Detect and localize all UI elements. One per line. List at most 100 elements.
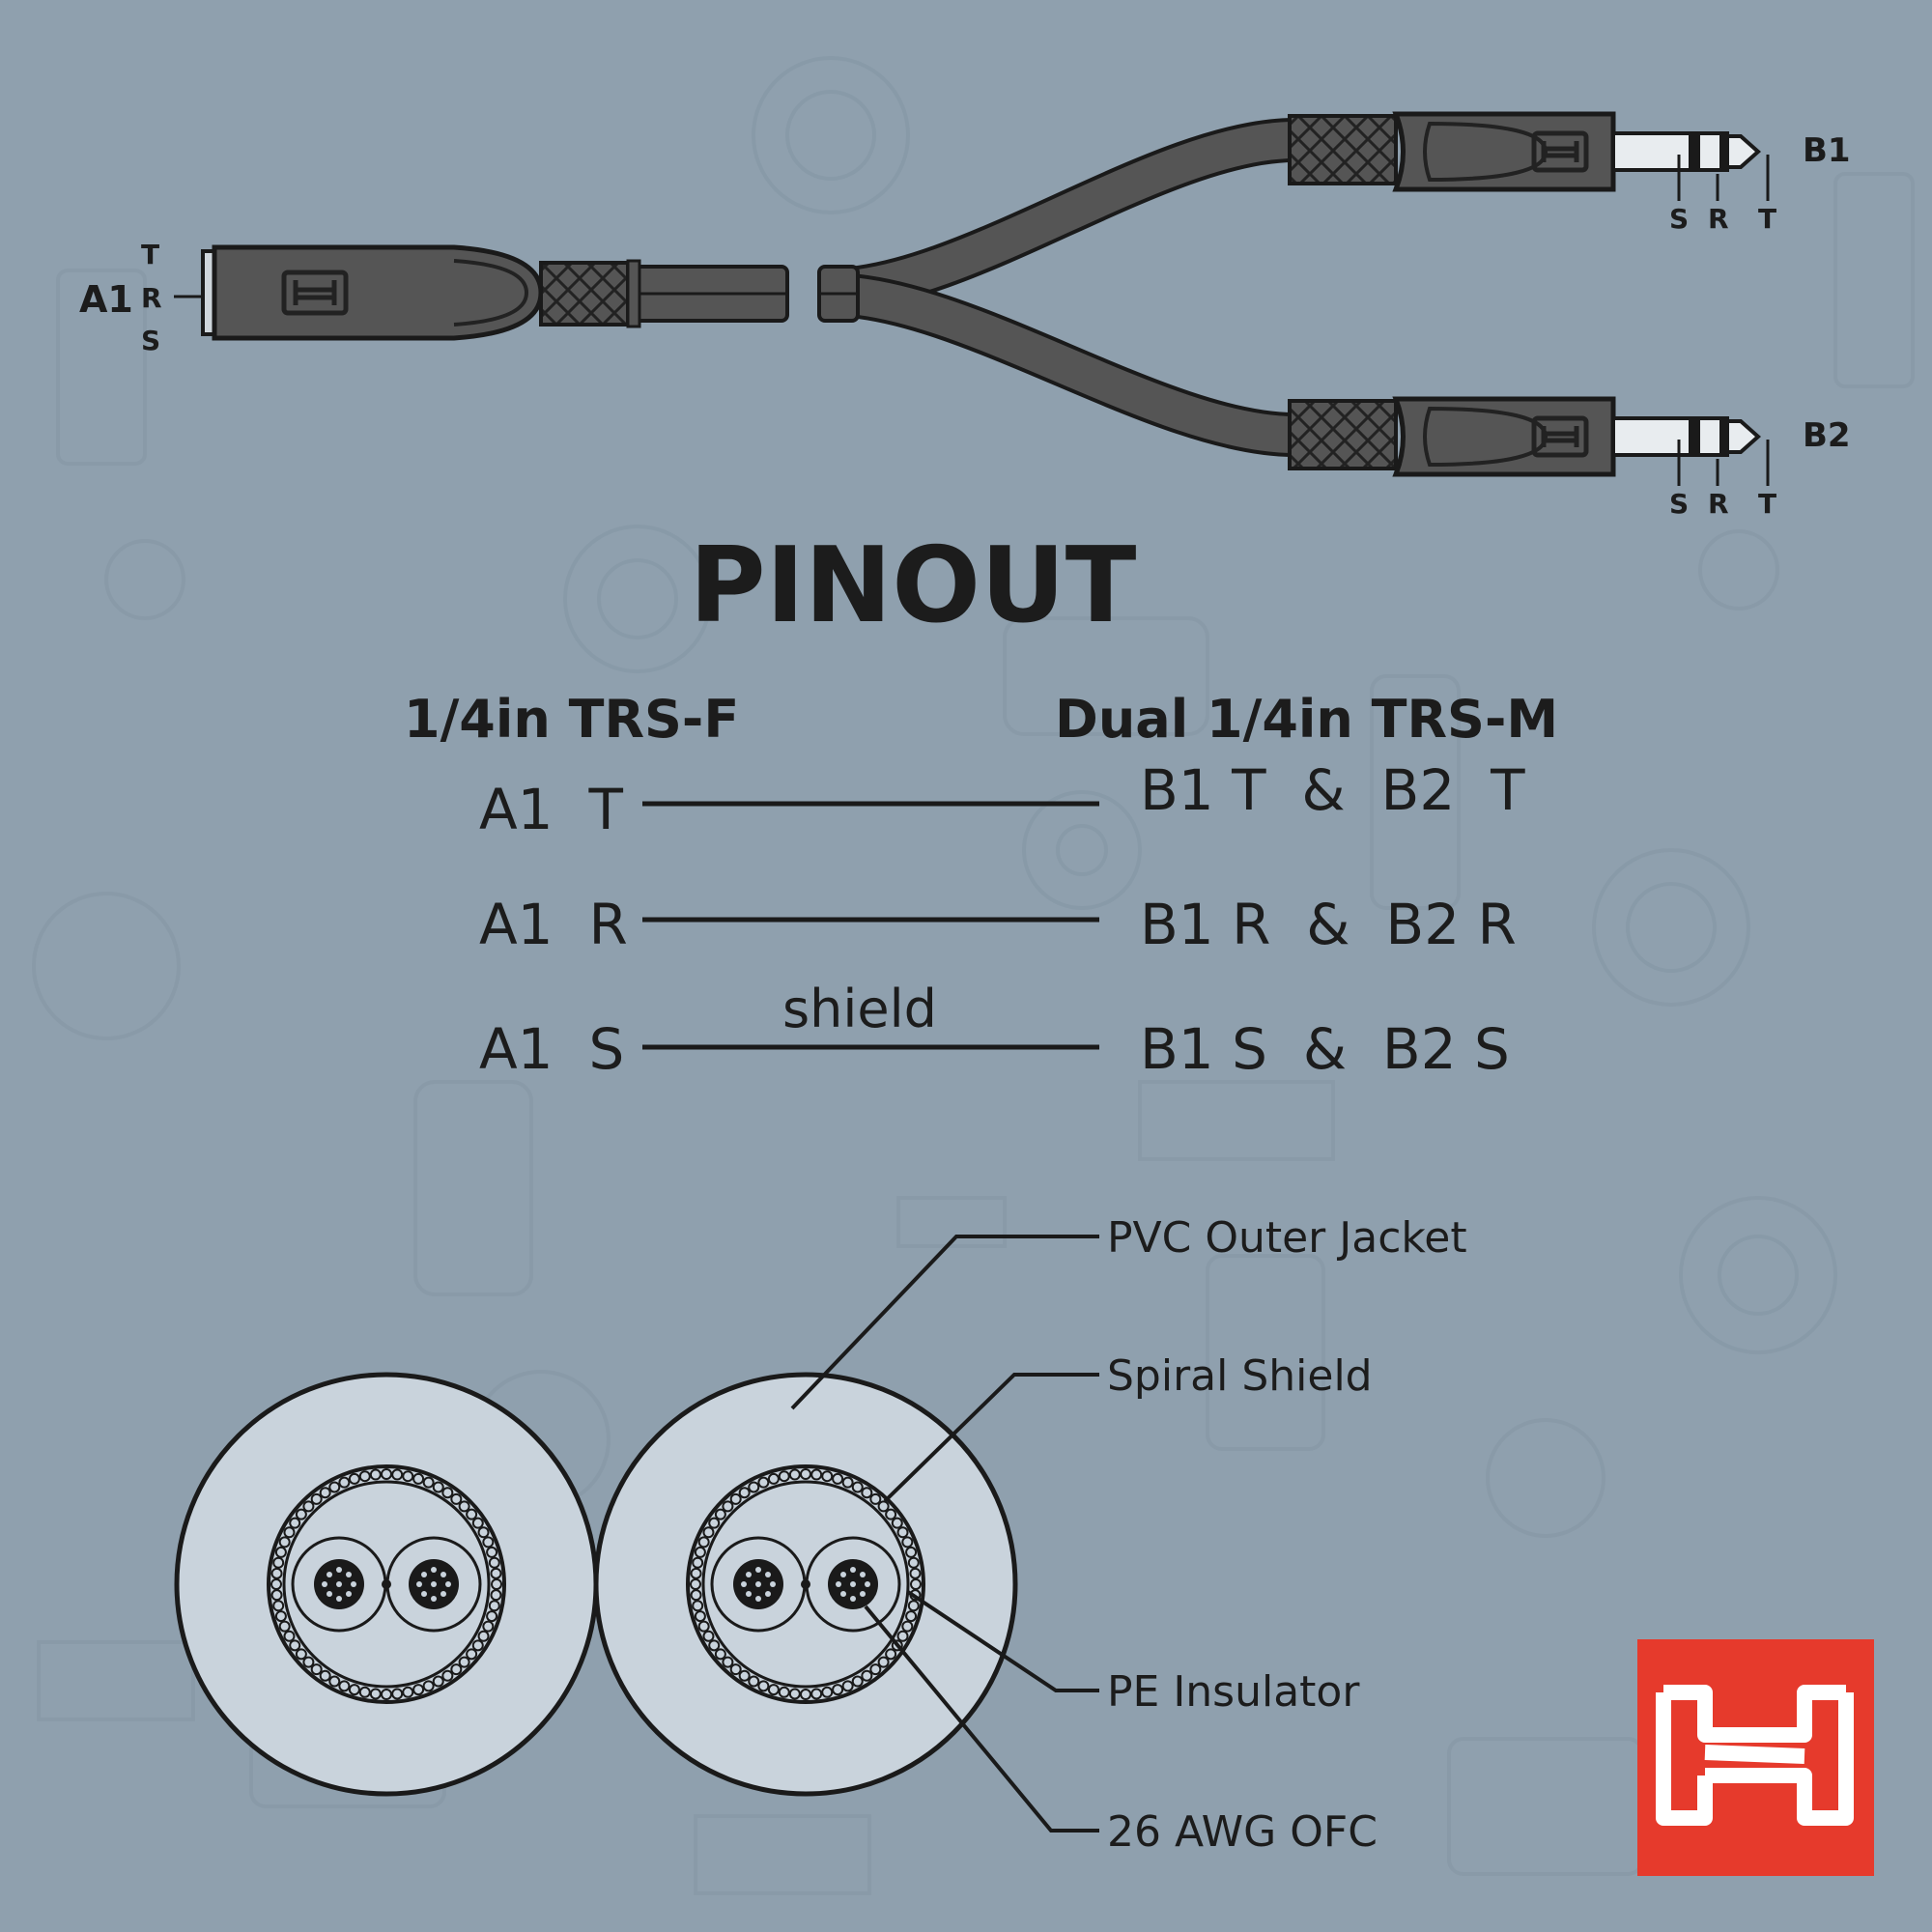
shield-strand <box>278 1620 291 1633</box>
page-title: PINOUT <box>690 526 1137 646</box>
right-pin-r: B1 R & B2 R <box>1140 892 1517 957</box>
shield-label: shield <box>782 979 937 1039</box>
shield-strand <box>272 1600 285 1612</box>
shield-inner-ring <box>701 1480 910 1689</box>
shield-strand <box>851 1675 864 1688</box>
shield-strand <box>490 1567 502 1579</box>
shield-strand <box>738 1669 751 1682</box>
shield-strand <box>488 1600 500 1612</box>
ofc-strand <box>755 1567 761 1573</box>
shield-strand <box>274 1546 287 1558</box>
ofc-strand <box>336 1581 342 1587</box>
shield-strand <box>729 1492 742 1505</box>
ofc-strand <box>421 1591 427 1597</box>
shield-strand <box>778 1686 790 1698</box>
plug1-pin-s: S <box>1669 203 1689 235</box>
ofc-strand <box>421 1572 427 1577</box>
shield-strand <box>896 1630 909 1642</box>
shield-strand <box>450 1663 463 1676</box>
plug2-pin-t: T <box>1758 488 1776 520</box>
shield-outer-ring <box>267 1464 506 1704</box>
shield-strand <box>702 1526 715 1539</box>
shield-strand <box>909 1567 922 1579</box>
shield-strand <box>412 1684 425 1696</box>
shield-strand <box>861 1487 873 1499</box>
shield-strand <box>381 1468 392 1480</box>
shield-strand <box>402 1470 414 1483</box>
shield-strand <box>694 1546 706 1558</box>
shield-strand <box>319 1669 331 1682</box>
plug1-label: B1 <box>1803 131 1851 170</box>
ofc-strand <box>836 1581 841 1587</box>
shield-strand <box>697 1536 710 1548</box>
shield-strand <box>832 1684 844 1696</box>
shield-strand <box>901 1620 914 1633</box>
shield-strand <box>295 1508 307 1520</box>
ofc-strand <box>850 1581 856 1587</box>
cable-cross-section: PVC Outer Jacket Spiral Shield PE Insula… <box>174 1213 1467 1857</box>
ofc-strand <box>416 1581 422 1587</box>
shield-strand <box>302 1500 315 1513</box>
shield-strand <box>310 1492 323 1505</box>
plug1-pin-t: T <box>1758 203 1776 235</box>
jack-pin-s: S <box>141 325 160 356</box>
shield-strand <box>422 1680 435 1692</box>
shield-strand <box>358 1470 371 1483</box>
plug1-pin-r: R <box>1708 203 1729 235</box>
shield-strand <box>800 1689 811 1700</box>
shield-strand <box>295 1648 307 1661</box>
shield-strand <box>466 1508 478 1520</box>
ofc-strand <box>346 1572 352 1577</box>
shield-strand <box>283 1630 296 1642</box>
left-pin-t: A1 T <box>479 777 623 842</box>
ofc-strand <box>327 1572 332 1577</box>
shield-strand <box>877 1500 890 1513</box>
shield-strand <box>910 1578 922 1590</box>
shield-strand <box>422 1476 435 1489</box>
shield-strand <box>278 1536 291 1548</box>
shield-strand <box>708 1639 721 1652</box>
shield-strand <box>885 1508 897 1520</box>
shield-strand <box>477 1526 490 1539</box>
y-cable-illustration: A1 T R S B1 B2 S R T S R T <box>79 111 1851 520</box>
ofc-strand <box>770 1581 776 1587</box>
shield-strand <box>338 1680 351 1692</box>
shield-strand <box>748 1675 760 1688</box>
ofc-strand <box>346 1591 352 1597</box>
ofc-strand <box>850 1567 856 1573</box>
shield-strand <box>319 1487 331 1499</box>
female-trs-jack <box>201 244 641 341</box>
ofc-strand <box>746 1572 752 1577</box>
shield-strand <box>767 1472 780 1485</box>
shield-strand <box>901 1536 914 1548</box>
ofc-strand <box>850 1596 856 1602</box>
callout-26awg-ofc: 26 AWG OFC <box>1107 1807 1378 1857</box>
shield-strand <box>714 1508 726 1520</box>
ofc-strand <box>445 1581 451 1587</box>
shield-strand <box>441 1487 454 1499</box>
jack-pin-r: R <box>141 282 162 314</box>
ofc-strand <box>431 1596 437 1602</box>
shield-strand <box>289 1639 301 1652</box>
shield-strand <box>482 1536 495 1548</box>
shield-strand <box>748 1481 760 1493</box>
brand-h-logo <box>281 270 349 316</box>
left-pin-r: A1 R <box>479 892 628 957</box>
shield-inner-ring <box>282 1480 491 1689</box>
shield-strand <box>432 1481 444 1493</box>
shield-strand <box>702 1630 715 1642</box>
callout-pe-insulator: PE Insulator <box>1107 1667 1360 1717</box>
shield-strand <box>482 1620 495 1633</box>
shield-strand <box>861 1669 873 1682</box>
shield-strand <box>851 1481 864 1493</box>
shield-strand <box>821 1686 834 1698</box>
ofc-strand <box>327 1591 332 1597</box>
shield-strand <box>905 1610 918 1623</box>
shield-strand <box>692 1600 704 1612</box>
shield-strand <box>402 1686 414 1698</box>
shield-strand <box>778 1470 790 1483</box>
left-header: 1/4in TRS-F <box>404 689 739 750</box>
shield-strand <box>338 1476 351 1489</box>
shield-strand <box>841 1680 854 1692</box>
